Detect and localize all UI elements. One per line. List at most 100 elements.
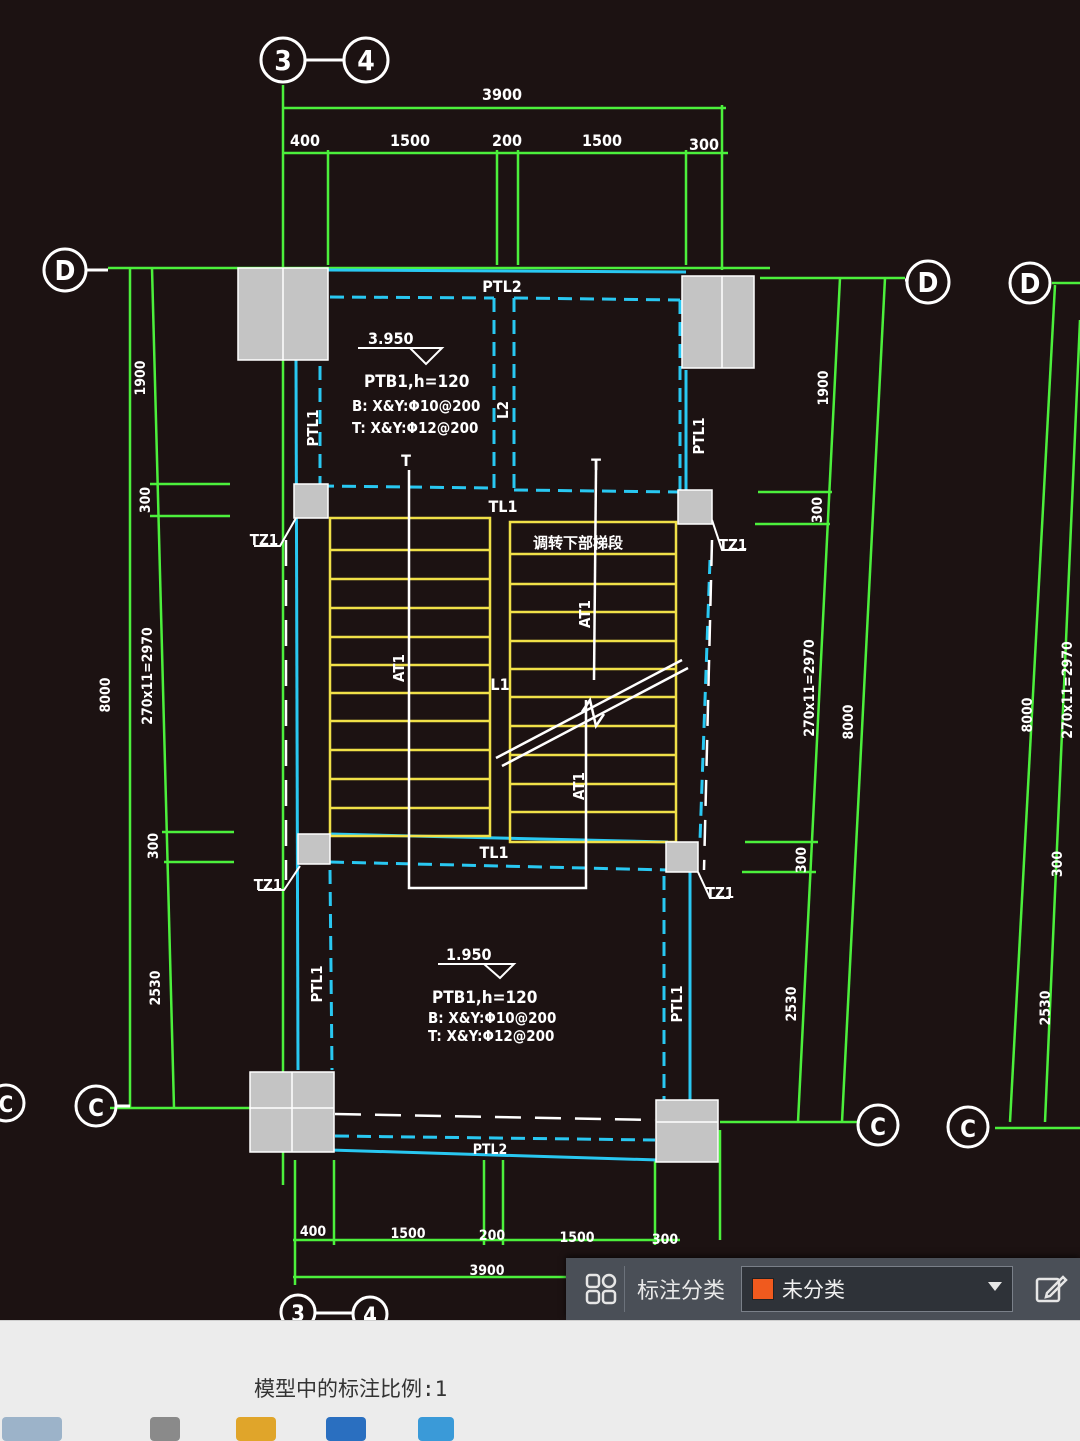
label-tl1-bottom: TL1 (479, 843, 508, 862)
column-tz-ur (677, 489, 713, 525)
axis-label-d-left: D (55, 254, 76, 287)
dim-left-seg2: 300 (138, 487, 154, 514)
axis-label-3-top: 3 (274, 44, 292, 77)
dim-left-total: 8000 (98, 677, 114, 712)
columns (237, 267, 755, 1163)
chevron-down-icon (988, 1282, 1003, 1291)
dim-bottom-seg5: 300 (652, 1232, 679, 1248)
taskbar-app-icon-3[interactable] (418, 1417, 454, 1441)
dim-bottom-seg1: 400 (300, 1224, 327, 1240)
dim-bottom-seg2: 1500 (390, 1226, 425, 1242)
axis-label-4-bottom: 4 (363, 1304, 377, 1320)
axis-label-c-right: C (870, 1113, 886, 1141)
axis-bubble-c-right (856, 1103, 900, 1147)
cad-viewport[interactable]: 3 4 3 4 D D D C C C C 3900 400 1500 200 … (0, 0, 1080, 1320)
axis-bubbles (0, 36, 1052, 1320)
axis-label-d-right: D (918, 266, 939, 299)
axis-bubble-d-far (1008, 261, 1052, 305)
label-stair-note: 调转下部梯段 (533, 534, 623, 552)
slab-bottom-b: B: X&Y:Φ10@200 (428, 1009, 556, 1027)
category-selected-value: 未分类 (782, 1278, 846, 1302)
dim-bottom-total: 3900 (469, 1263, 504, 1279)
axis-bubble-c-far (946, 1105, 990, 1149)
axis-bubble-d-right (905, 259, 951, 305)
dim-right-total: 8000 (841, 704, 857, 739)
column-top-right (681, 275, 755, 369)
slab-top-b: B: X&Y:Φ10@200 (352, 397, 480, 415)
dim-right-seg1: 1900 (816, 370, 832, 405)
slab-top-t: T: X&Y:Φ12@200 (352, 419, 478, 437)
label-at1-left: AT1 (390, 654, 408, 682)
dim-right-seg3: 270x11=2970 (802, 639, 818, 737)
dim-right-seg4: 300 (794, 847, 810, 874)
axis-dashes (284, 539, 714, 1122)
category-dropdown[interactable]: 未分类 (741, 1266, 1014, 1312)
column-tz-ll (297, 833, 331, 865)
slab-bottom-elevation: 1.950 (446, 945, 492, 964)
dim-far-right-seg5: 2530 (1038, 990, 1054, 1025)
taskbar-folder-icon[interactable] (236, 1417, 276, 1441)
taskbar-app-icon-2[interactable] (326, 1417, 366, 1441)
category-label: 标注分类 (637, 1279, 726, 1304)
hidden-beams (318, 295, 712, 1142)
slab-top-name: PTB1,h=120 (364, 372, 469, 392)
label-at1-right-top: AT1 (576, 600, 594, 628)
label-arrow-down: T (591, 455, 601, 474)
label-arrow-up: T (401, 451, 411, 470)
dim-far-right-seg3: 270x11=2970 (1060, 641, 1076, 739)
taskbar-file-icon[interactable] (150, 1417, 180, 1441)
label-tz1-ul: TZ1 (250, 531, 278, 549)
label-tl1-top: TL1 (488, 497, 517, 516)
axis-label-c-left: C (88, 1094, 104, 1122)
label-ptl1-left-bottom: PTL1 (308, 965, 326, 1002)
axis-label-c-edge: C (0, 1093, 13, 1118)
label-ptl1-right-bottom: PTL1 (668, 985, 686, 1022)
axis-lines (108, 85, 1080, 1285)
slab-bottom-t: T: X&Y:Φ12@200 (428, 1027, 554, 1045)
dim-far-right-seg4: 300 (1050, 851, 1066, 878)
label-ptl2-top: PTL2 (482, 277, 522, 296)
dim-top-seg5: 300 (689, 135, 719, 154)
axis-label-3-bottom: 3 (291, 1302, 305, 1320)
dim-bottom-seg3: 200 (479, 1228, 506, 1244)
category-grid-icon[interactable] (578, 1266, 625, 1312)
slab-top-elevation: 3.950 (368, 329, 414, 348)
column-tz-ul (293, 483, 329, 519)
taskbar-app-icon[interactable] (2, 1417, 62, 1441)
dim-left-seg1: 1900 (133, 360, 149, 395)
annotation-category-bar: 标注分类 未分类 (566, 1258, 1080, 1320)
axis-label-c-far: C (960, 1115, 976, 1143)
dim-left-seg3: 270x11=2970 (140, 627, 156, 725)
walk-lines (407, 469, 689, 890)
dim-top-seg3: 200 (492, 131, 522, 150)
dim-top-seg1: 400 (290, 131, 320, 150)
beam-outlines (294, 268, 692, 1162)
label-tz1-ur: TZ1 (719, 536, 747, 554)
label-ptl2-bottom: PTL2 (473, 1142, 508, 1158)
label-l2: L2 (494, 401, 512, 419)
dim-right-seg5: 2530 (784, 986, 800, 1021)
label-l1: L1 (490, 675, 509, 694)
slab-bottom-name: PTB1,h=120 (432, 988, 537, 1008)
column-bottom-right (655, 1099, 719, 1163)
label-tz1-lr: TZ1 (706, 884, 734, 902)
dim-left-seg4: 300 (146, 833, 162, 860)
stair-plan-drawing: 3 4 3 4 D D D C C C C 3900 400 1500 200 … (0, 36, 1080, 1320)
status-bar: 模型中的标注比例:1 (0, 1320, 1080, 1441)
axis-bubble-c-edge (0, 1083, 26, 1123)
axis-label-4-top: 4 (357, 44, 375, 77)
axis-label-d-far: D (1020, 267, 1041, 300)
category-color-swatch (752, 1278, 775, 1300)
dim-top-seg4: 1500 (582, 131, 622, 150)
dim-left-seg5: 2530 (148, 970, 164, 1005)
annotation-scale-text: 模型中的标注比例:1 (254, 1377, 448, 1401)
label-at1-right-bottom: AT1 (570, 772, 588, 800)
dim-top-total: 3900 (482, 85, 522, 104)
label-tz1-ll: TZ1 (254, 876, 282, 894)
dim-top-seg2: 1500 (390, 131, 430, 150)
label-ptl1-left-top: PTL1 (304, 409, 322, 446)
column-tz-lr (665, 841, 699, 873)
dim-bottom-seg4: 1500 (559, 1230, 594, 1246)
dim-right-seg2: 300 (810, 497, 826, 524)
edit-icon[interactable] (1031, 1269, 1071, 1309)
